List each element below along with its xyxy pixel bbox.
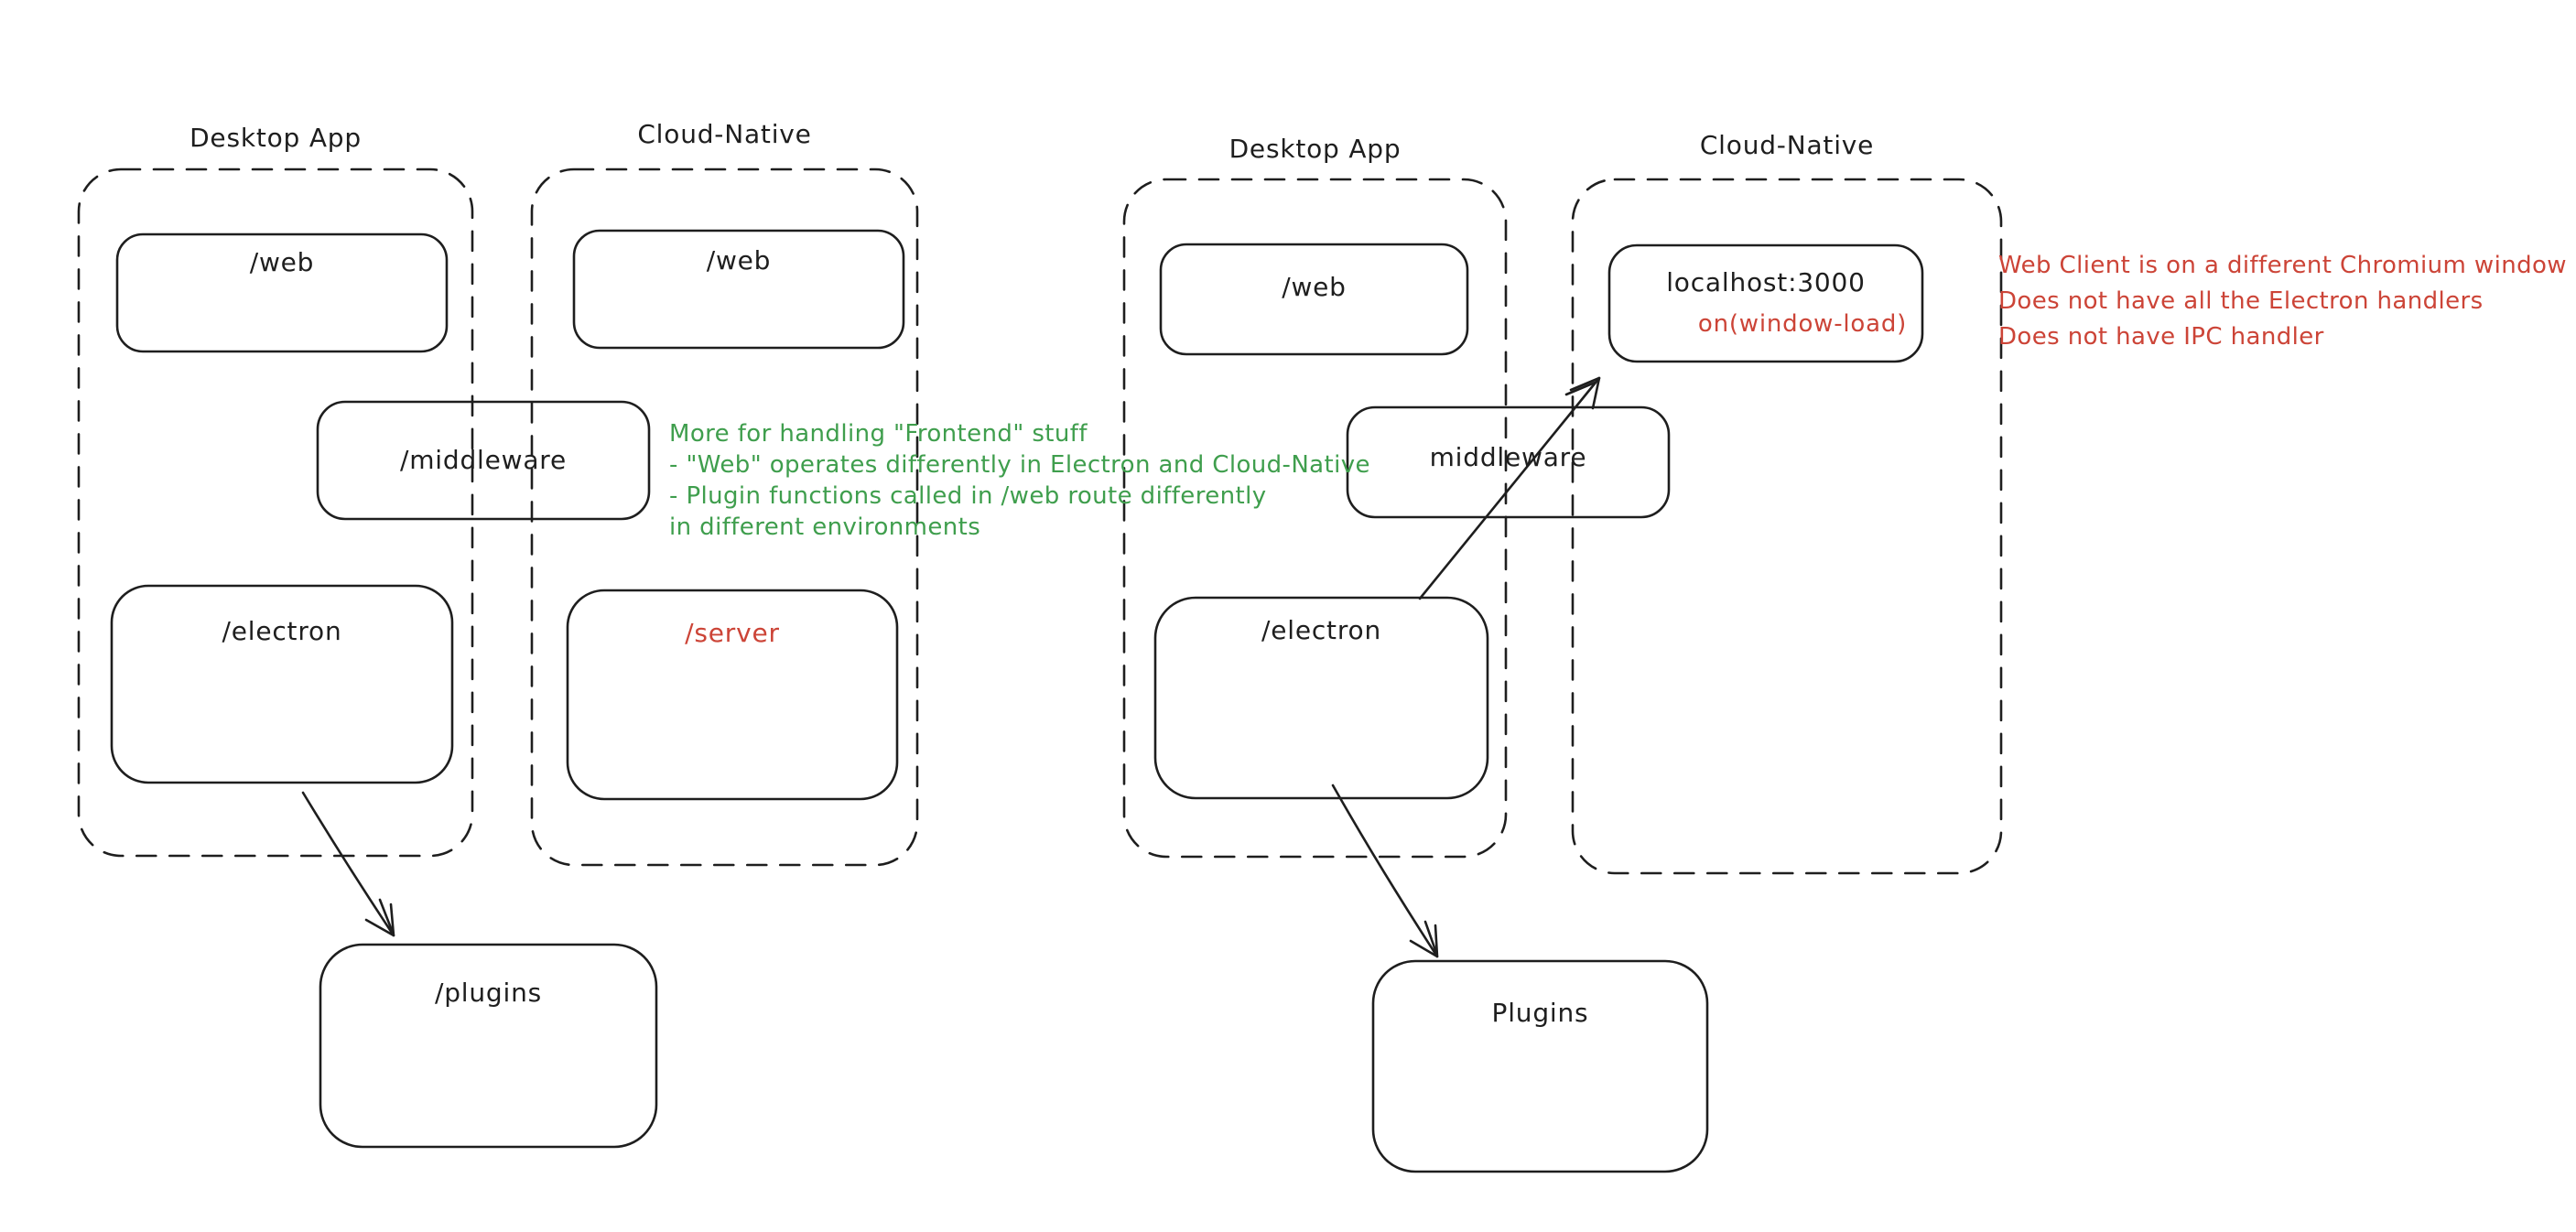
right-plugins-box — [1371, 959, 1709, 1173]
left-plugins-box-label: /plugins — [434, 978, 543, 1008]
right-middleware-box — [1346, 405, 1671, 519]
right-electron-box-label: /electron — [1261, 615, 1381, 645]
server-box — [566, 589, 899, 801]
green-annotation-line: - "Web" operates differently in Electron… — [669, 451, 1370, 479]
green-annotation-line: - Plugin functions called in /web route … — [669, 482, 1267, 510]
right-web-box — [1159, 243, 1469, 356]
red-annotation-line: Web Client is on a different Chromium wi… — [1998, 252, 2567, 279]
red-annotation-line: Does not have IPC handler — [1998, 323, 2324, 351]
left-electron-box — [110, 584, 454, 784]
red-annotation-line: Does not have all the Electron handlers — [1998, 287, 2484, 315]
left-middleware-box — [316, 400, 651, 521]
left-cloud-web-box — [572, 229, 905, 350]
left-middleware-box-label: /middleware — [399, 445, 568, 475]
green-annotation: More for handling "Frontend" stuff - "We… — [669, 418, 1370, 543]
left-desktop-app-label: Desktop App — [189, 123, 362, 153]
left-plugins-box — [319, 943, 658, 1149]
right-desktop-app-label: Desktop App — [1228, 134, 1402, 164]
left-desktop-app-container — [77, 168, 474, 858]
left-cloud-native-label: Cloud-Native — [637, 119, 812, 149]
right-cloud-native-container — [1571, 178, 2003, 875]
right-electron-box — [1153, 596, 1489, 800]
arrow-left-electron-to-plugins — [301, 791, 395, 937]
left-cloud-web-box-label: /web — [706, 245, 772, 276]
right-web-box-label: /web — [1282, 272, 1347, 302]
localhost-box-event-label: on(window-load) — [1697, 310, 1908, 338]
arrow-right-electron-to-localhost — [1418, 376, 1601, 600]
right-plugins-box-label: Plugins — [1491, 998, 1589, 1028]
green-annotation-line: More for handling "Frontend" stuff — [669, 420, 1088, 448]
green-annotation-line: in different environments — [669, 513, 981, 541]
left-web-box-label: /web — [249, 247, 315, 277]
right-middleware-box-label: middleware — [1429, 442, 1587, 472]
arrow-right-electron-to-plugins — [1331, 784, 1439, 958]
left-electron-box-label: /electron — [222, 616, 342, 646]
right-cloud-native-label: Cloud-Native — [1699, 130, 1875, 160]
left-cloud-native-container — [530, 168, 919, 867]
server-box-label: /server — [685, 618, 780, 648]
red-annotation: Web Client is on a different Chromium wi… — [1998, 248, 2567, 355]
localhost-box-title: localhost:3000 — [1666, 267, 1866, 297]
localhost-box — [1607, 243, 1924, 363]
left-web-box — [115, 232, 449, 353]
